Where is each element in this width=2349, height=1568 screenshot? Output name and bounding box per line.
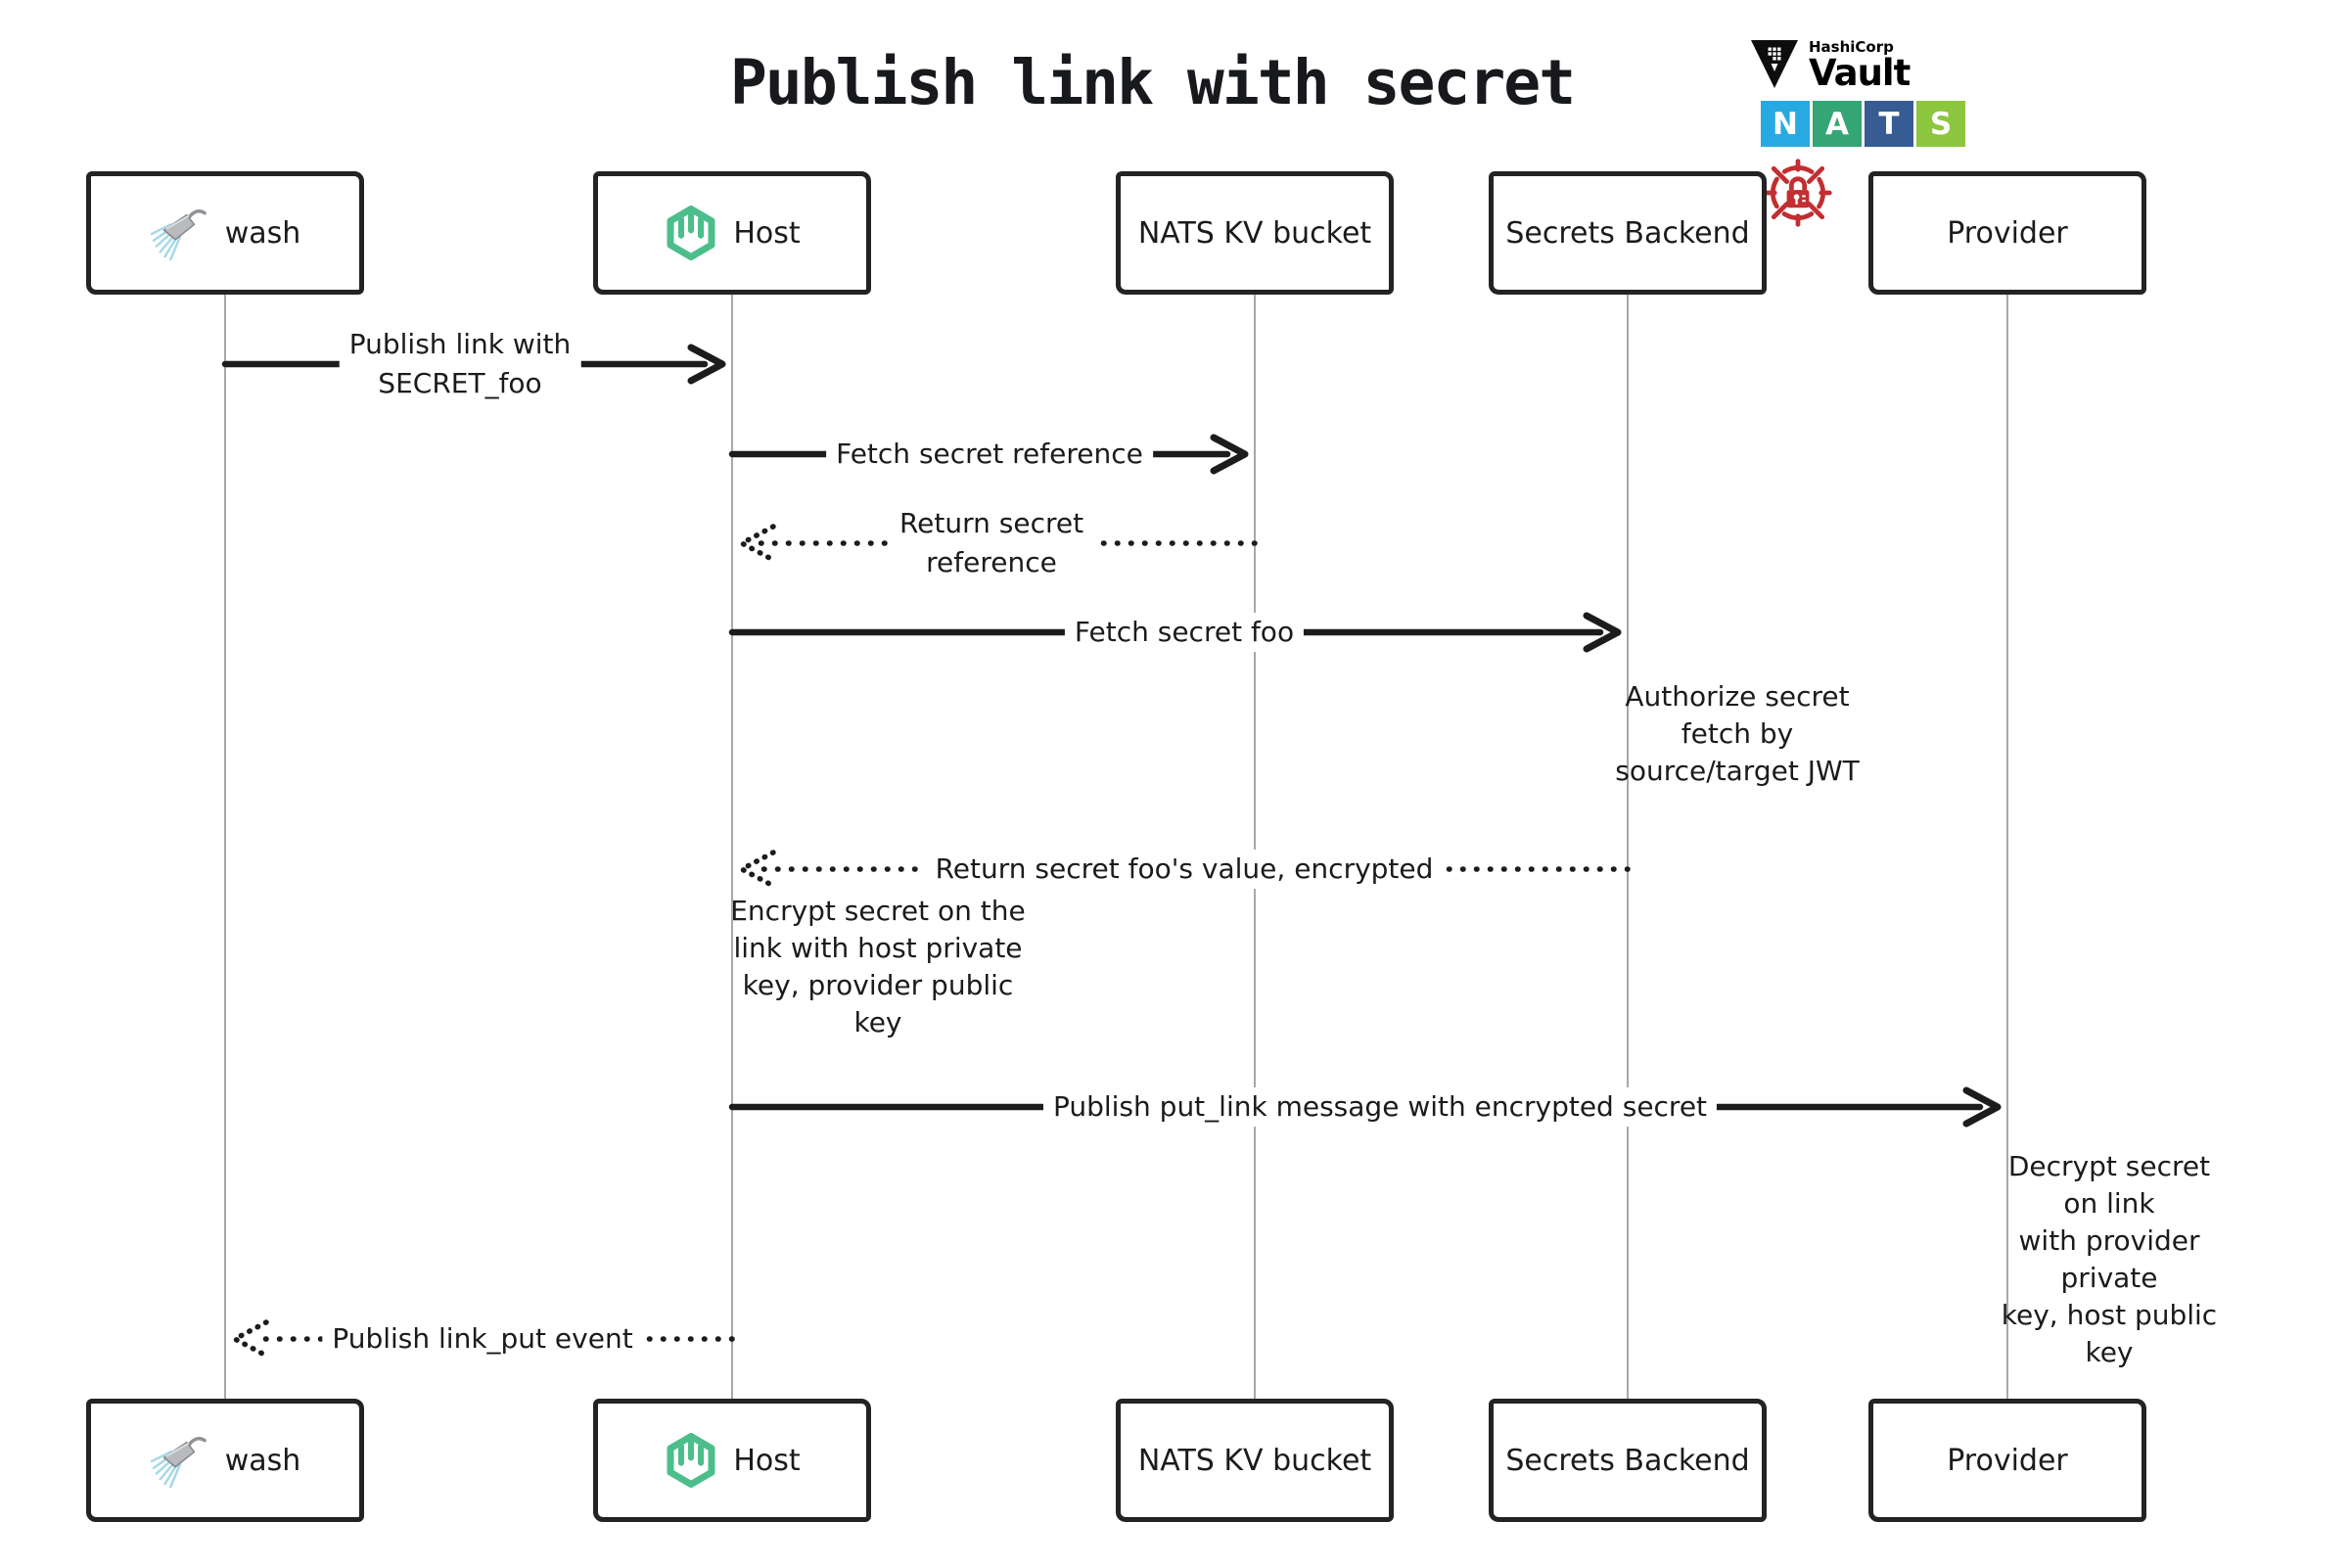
message-label-5: Publish put_link message with encrypted … — [1042, 1087, 1718, 1127]
shower-icon — [150, 1433, 210, 1488]
actor-label-nats: NATS KV bucket — [1137, 1443, 1372, 1478]
actor-box-host-bot: Host — [593, 1399, 871, 1522]
message-arrowhead-1 — [1210, 434, 1249, 475]
actor-label-provider: Provider — [1947, 215, 2068, 251]
actor-label-wash: wash — [224, 1443, 301, 1478]
message-label-6: Publish link_put event — [322, 1319, 643, 1359]
actor-label-secrets: Secrets Backend — [1505, 215, 1750, 251]
actor-box-nats-bot: NATS KV bucket — [1116, 1399, 1394, 1522]
actor-box-host-top: Host — [593, 171, 871, 295]
nats-tile-s: S — [1916, 101, 1965, 147]
actor-box-secrets-bot: Secrets Backend — [1489, 1399, 1767, 1522]
actor-box-provider-bot: Provider — [1868, 1399, 2146, 1522]
lifeline-nats — [1254, 295, 1256, 1399]
actor-label-host: Host — [733, 1443, 801, 1478]
nats-tile-n: N — [1761, 101, 1810, 147]
message-arrowhead-5 — [1962, 1086, 2002, 1128]
actor-box-wash-bot: wash — [86, 1399, 364, 1522]
actor-label-nats: NATS KV bucket — [1137, 215, 1372, 251]
lifeline-host — [731, 295, 733, 1399]
actor-box-provider-top: Provider — [1868, 171, 2146, 295]
actor-label-provider: Provider — [1947, 1443, 2068, 1478]
message-arrowhead-6 — [232, 1319, 269, 1359]
lifeline-provider — [2006, 295, 2008, 1399]
message-label-0: Publish link with SECRET_foo — [339, 325, 581, 403]
page-title: Publish link with secret — [729, 47, 1576, 118]
lifeline-secrets — [1627, 295, 1629, 1399]
vault-triangle-icon — [1750, 39, 1799, 94]
shower-icon — [150, 206, 210, 260]
hashicorp-label: HashiCorp — [1809, 38, 1894, 56]
message-arrowhead-2 — [739, 524, 776, 563]
nats-tile-a: A — [1813, 101, 1862, 147]
hashicorp-vault-logo: HashiCorp Vault — [1750, 38, 1911, 94]
lifeline-wash — [224, 295, 226, 1399]
message-label-1: Fetch secret reference — [826, 435, 1153, 474]
note-host: Encrypt secret on the link with host pri… — [730, 895, 1026, 1038]
actor-box-secrets-top: Secrets Backend — [1489, 171, 1767, 295]
actor-label-wash: wash — [224, 215, 301, 251]
message-arrowhead-3 — [1583, 612, 1622, 653]
nats-tile-t: T — [1865, 101, 1913, 147]
message-arrowhead-0 — [687, 344, 726, 385]
message-label-4: Return secret foo's value, encrypted — [925, 850, 1444, 889]
actor-box-nats-top: NATS KV bucket — [1116, 171, 1394, 295]
message-label-2: Return secret reference — [889, 504, 1094, 582]
note-secrets: Authorize secret fetch by source/target … — [1615, 680, 1860, 787]
message-arrowhead-4 — [739, 850, 776, 889]
actor-label-host: Host — [733, 215, 801, 251]
actor-label-secrets: Secrets Backend — [1505, 1443, 1750, 1478]
note-provider: Decrypt secret on link with provider pri… — [2001, 1150, 2218, 1368]
message-label-3: Fetch secret foo — [1064, 613, 1305, 652]
vault-label: Vault — [1809, 51, 1911, 94]
actor-box-wash-top: wash — [86, 171, 364, 295]
wasmcloud-icon — [664, 1433, 718, 1488]
secret-lock-icon — [1761, 156, 1835, 230]
wasmcloud-icon — [664, 206, 718, 260]
